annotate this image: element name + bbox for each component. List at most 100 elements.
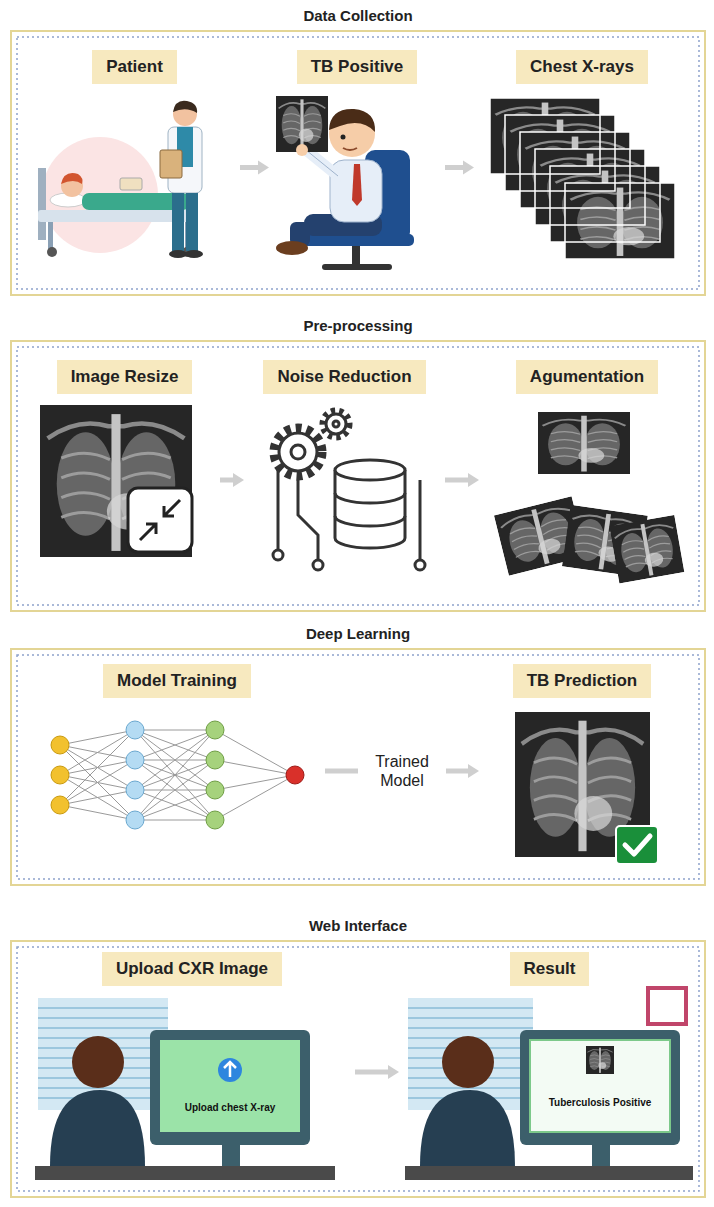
xray-stack (565, 183, 675, 259)
xray-stack (505, 115, 615, 191)
upload-workstation (38, 1008, 168, 1098)
neural-network-icon (51, 736, 69, 754)
result-workstation (405, 1166, 693, 1180)
arrow-head (463, 161, 474, 175)
result-workstation (648, 988, 686, 1024)
arrow-head (258, 161, 269, 175)
neural-network-icon (206, 751, 224, 769)
augmentation-illustration (609, 515, 684, 584)
result-workstation (442, 1036, 494, 1088)
step-label: Chest X-rays (516, 50, 648, 84)
doctor-with-xray-illustration (276, 96, 414, 270)
augmentation-illustration (494, 412, 684, 583)
noise-reduction-icon (335, 493, 405, 526)
prediction-xray (616, 826, 658, 864)
upload-workstation (222, 1145, 240, 1167)
doctor-with-xray-illustration (343, 148, 357, 150)
neural-network-icon (135, 730, 215, 820)
flow-arrow (445, 161, 474, 175)
neural-network-icon (126, 751, 144, 769)
doctor-with-xray-illustration (306, 150, 338, 176)
upload-workstation (150, 1030, 310, 1145)
section-panel: Web InterfaceUpload CXR ImageResult (10, 940, 706, 1198)
xray-stack (535, 149, 645, 225)
step-label: Upload CXR Image (102, 952, 282, 986)
step-column: Agumentation (482, 360, 692, 600)
neural-network-icon (206, 721, 224, 739)
flow-arrow (355, 1065, 399, 1079)
screen-text: Upload chest X-ray (185, 1102, 276, 1114)
doctor-with-xray-illustration (296, 144, 308, 156)
step-label: Patient (92, 50, 177, 84)
upload-workstation (224, 1062, 236, 1077)
arrow-head (233, 473, 244, 487)
patient-illustration (160, 150, 182, 178)
augmentation-illustration (538, 412, 630, 474)
upload-workstation (35, 998, 335, 1180)
step-label: Result (510, 952, 590, 986)
step-label: TB Positive (297, 50, 418, 84)
panel-inner-border (17, 37, 699, 1191)
neural-network-icon (206, 781, 224, 799)
neural-network-icon (126, 781, 144, 799)
neural-network-icon (286, 766, 304, 784)
step-label: Noise Reduction (263, 360, 425, 394)
noise-reduction-icon (273, 550, 283, 560)
upload-workstation (35, 1166, 335, 1180)
panel-inner-border (17, 947, 699, 1191)
neural-network-icon (206, 721, 224, 829)
image-resize-illustration (140, 524, 156, 540)
xray-stack (490, 98, 675, 259)
image-resize-illustration (40, 405, 192, 557)
step-column: TB Prediction (482, 664, 682, 878)
panel-inner-border (17, 655, 699, 879)
neural-network-icon (51, 736, 69, 814)
result-workstation (408, 1008, 533, 1098)
image-resize-illustration (40, 405, 192, 557)
result-workstation (405, 988, 693, 1180)
flow-arrow (240, 161, 269, 175)
section-title: Pre-processing (12, 317, 704, 335)
step-label: Agumentation (516, 360, 658, 394)
xray-stack (565, 183, 675, 259)
result-workstation (586, 1046, 614, 1074)
doctor-with-xray-illustration (276, 241, 308, 255)
doctor-with-xray-illustration (341, 135, 346, 140)
upload-workstation (160, 1040, 300, 1132)
noise-reduction-icon (333, 421, 339, 427)
neural-network-icon (51, 766, 69, 784)
step-column: Model Training (32, 664, 322, 878)
result-workstation (592, 1145, 610, 1167)
neural-network-icon (60, 730, 295, 820)
arrow-shaft (220, 478, 234, 483)
step-column: Patient (32, 50, 237, 285)
upload-workstation (72, 1036, 124, 1088)
arrow-head (468, 764, 479, 778)
patient-illustration (38, 168, 46, 240)
section-title: Deep Learning (12, 625, 704, 643)
image-resize-illustration (128, 488, 192, 552)
patient-illustration (120, 178, 142, 190)
xray-stack (490, 98, 675, 259)
prediction-xray (515, 712, 658, 864)
flow-arrow (445, 473, 479, 487)
upload-workstation (218, 1058, 242, 1082)
step-column: Result (402, 952, 697, 1192)
image-resize-illustration (164, 500, 180, 516)
flow-arrow (220, 473, 244, 487)
xray-stack (490, 98, 600, 174)
noise-reduction-icon (326, 414, 346, 434)
neural-network-icon (215, 730, 295, 820)
noise-reduction-icon (415, 560, 425, 570)
section-title: Web Interface (12, 917, 704, 935)
patient-illustration (173, 101, 197, 113)
patient-illustration (38, 101, 203, 258)
arrow-shaft (445, 165, 464, 170)
panel-inner-border (17, 347, 699, 605)
doctor-with-xray-illustration (329, 109, 375, 132)
neural-network-icon (51, 721, 304, 829)
patient-illustration (47, 247, 57, 257)
noise-reduction-icon (335, 470, 405, 548)
